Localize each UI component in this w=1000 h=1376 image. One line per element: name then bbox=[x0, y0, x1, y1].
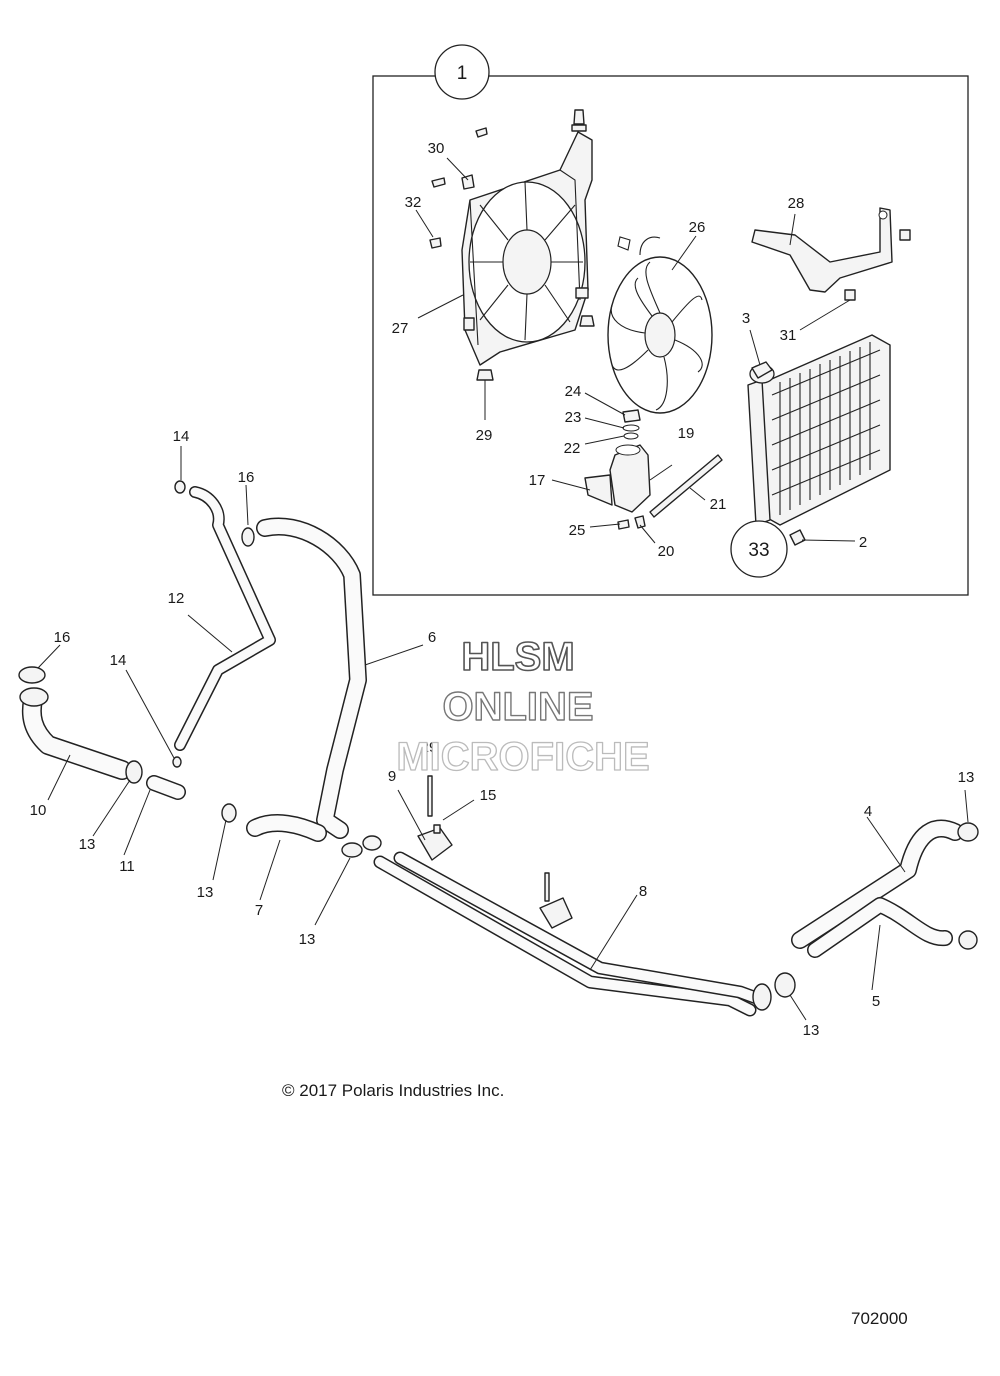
hose-7 bbox=[246, 814, 327, 842]
assembly-box bbox=[372, 75, 969, 596]
hose-12 bbox=[174, 486, 276, 751]
diagram-number: 702000 bbox=[851, 1309, 908, 1328]
pipe-8 bbox=[373, 851, 769, 1017]
callout-13-c: 13 bbox=[299, 931, 316, 948]
pipe-brackets bbox=[417, 775, 573, 929]
callout-25: 25 bbox=[569, 522, 586, 539]
callout-circle-33 bbox=[730, 520, 788, 578]
cap-3 bbox=[751, 361, 773, 379]
hose-clamps bbox=[18, 480, 979, 1011]
watermark-line1: HLSM bbox=[461, 635, 574, 679]
callout-16-top: 16 bbox=[238, 469, 255, 486]
callout-24: 24 bbox=[565, 383, 582, 400]
callout-labels: 30 32 27 29 26 28 3 31 24 23 22 19 17 21… bbox=[30, 140, 975, 1039]
callout-31: 31 bbox=[780, 327, 797, 344]
callout-12: 12 bbox=[168, 590, 185, 607]
callout-13-b: 13 bbox=[197, 884, 214, 901]
callout-28: 28 bbox=[788, 195, 805, 212]
callout-19: 19 bbox=[678, 425, 695, 442]
callout-17: 17 bbox=[529, 472, 546, 489]
fitting-11 bbox=[146, 775, 186, 800]
callout-13-a: 13 bbox=[79, 836, 96, 853]
callout-15: 15 bbox=[480, 787, 497, 804]
callout-6: 6 bbox=[428, 629, 436, 646]
callout-33: 33 bbox=[748, 540, 769, 561]
radiator-bracket bbox=[751, 207, 911, 301]
callout-21: 21 bbox=[710, 496, 727, 513]
callout-1: 1 bbox=[457, 63, 468, 84]
hose-5 bbox=[807, 897, 953, 958]
callout-13-e: 13 bbox=[803, 1022, 820, 1039]
callout-20: 20 bbox=[658, 543, 675, 560]
callout-32: 32 bbox=[405, 194, 422, 211]
fasteners-shroud bbox=[429, 109, 595, 381]
callout-5: 5 bbox=[872, 993, 880, 1010]
callout-29-top: 30 bbox=[428, 140, 445, 157]
callout-7: 7 bbox=[255, 902, 263, 919]
cooling-fan bbox=[607, 236, 713, 414]
callout-4: 4 bbox=[864, 803, 872, 820]
copyright-text: © 2017 Polaris Industries Inc. bbox=[282, 1081, 505, 1100]
watermark-line2: ONLINE bbox=[442, 685, 593, 729]
callout-10: 10 bbox=[30, 802, 47, 819]
callout-29-bottom: 29 bbox=[476, 427, 493, 444]
hose-4 bbox=[791, 819, 964, 949]
callout-30: 29 bbox=[421, 739, 438, 756]
callout-2: 2 bbox=[859, 534, 867, 551]
callout-8: 8 bbox=[639, 883, 647, 900]
callout-27: 27 bbox=[392, 320, 409, 337]
callout-13-d: 13 bbox=[958, 769, 975, 786]
callout-22: 22 bbox=[564, 440, 581, 457]
fan-shroud bbox=[461, 131, 593, 366]
callout-23: 23 bbox=[565, 409, 582, 426]
callout-26: 26 bbox=[689, 219, 706, 236]
hose-10 bbox=[21, 690, 132, 780]
leader-lines bbox=[37, 157, 969, 1021]
coolant-reservoir bbox=[584, 409, 651, 530]
watermark-line3: MICROFICHE bbox=[396, 735, 649, 779]
callout-circle-1 bbox=[434, 44, 490, 100]
watermark: HLSM ONLINE MICROFICHE bbox=[396, 634, 651, 779]
overflow-tube bbox=[649, 454, 723, 518]
callout-16-left: 16 bbox=[54, 629, 71, 646]
callout-3: 3 bbox=[742, 310, 750, 327]
callout-9: 9 bbox=[388, 768, 396, 785]
hose-6 bbox=[256, 517, 367, 839]
callout-14-mid: 14 bbox=[110, 652, 127, 669]
callout-11: 11 bbox=[119, 858, 135, 875]
callout-14-top: 14 bbox=[173, 428, 190, 445]
